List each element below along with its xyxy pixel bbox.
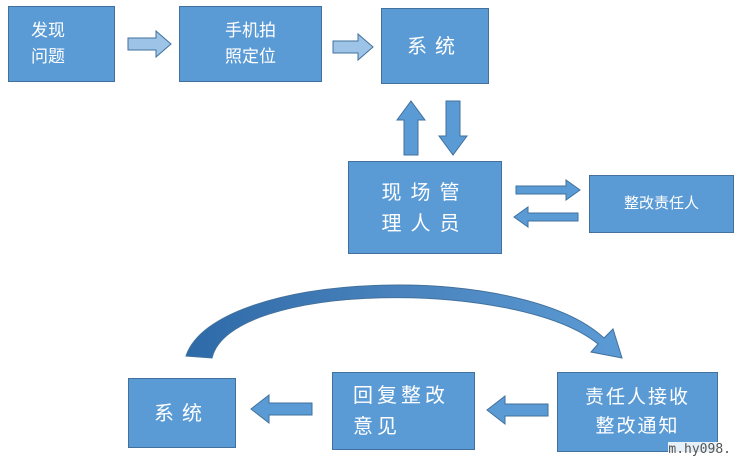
phone-photo-location-box: 手机拍 照定位 xyxy=(179,6,322,82)
arrow-right-1 xyxy=(127,29,172,59)
arrow-right-3 xyxy=(515,179,581,201)
system-box-top: 系统 xyxy=(381,8,489,84)
arrow-right-2 xyxy=(332,32,374,62)
discover-problem-box: 发现 问题 xyxy=(8,6,115,82)
responsible-receives-notice-box: 责任人接收 整改通知 xyxy=(557,372,718,452)
arrow-left-3 xyxy=(250,393,313,425)
curved-arrow xyxy=(185,284,623,359)
arrow-left-1 xyxy=(513,206,579,228)
reply-rectification-opinion-box: 回复整改 意见 xyxy=(332,372,475,450)
watermark-text: m.hy098. xyxy=(668,442,731,457)
rectification-responsible-box: 整改责任人 xyxy=(589,175,734,233)
arrow-down xyxy=(438,100,468,156)
arrow-left-2 xyxy=(486,394,549,426)
arrow-up xyxy=(396,100,426,156)
system-box-bottom: 系统 xyxy=(128,378,236,448)
site-management-staff-box: 现场管 理人员 xyxy=(348,161,502,254)
